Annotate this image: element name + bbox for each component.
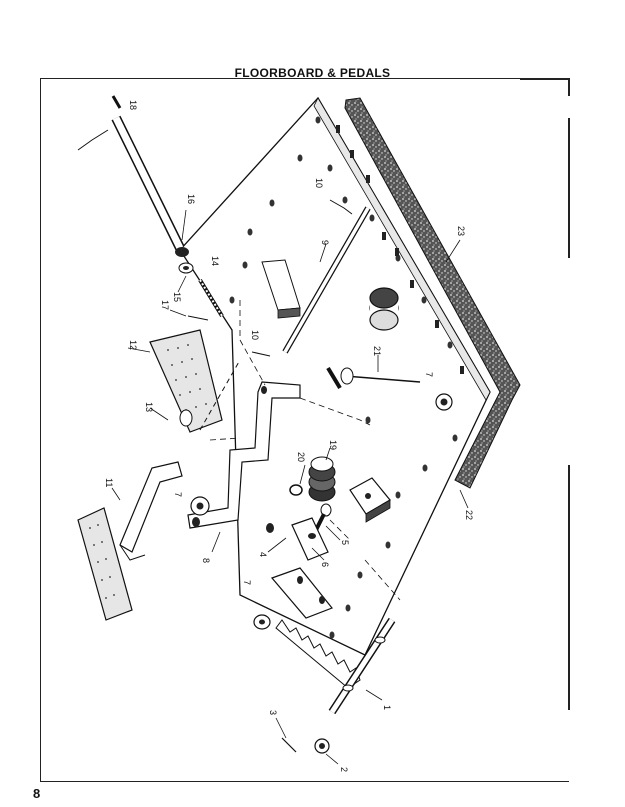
callout-1: 1 (382, 705, 392, 710)
pedal-12 (149, 329, 241, 433)
rod-9 (282, 206, 371, 354)
callout-13: 13 (144, 402, 154, 412)
shaft-1 (328, 617, 396, 715)
callout-4: 4 (258, 552, 268, 557)
bushing (369, 287, 399, 331)
pedal-arm-8 (187, 381, 301, 529)
ratchet-bracket (270, 567, 361, 689)
callout-23: 23 (456, 226, 466, 236)
callout-18: 18 (128, 100, 138, 110)
callout-20: 20 (296, 452, 306, 462)
callout-22: 22 (464, 510, 474, 520)
callout-11: 11 (104, 478, 114, 487)
bolt-14 (178, 262, 224, 318)
callout-6: 6 (320, 562, 330, 567)
pin-10 (187, 199, 353, 357)
frame-edge (568, 465, 570, 710)
washer-2 (281, 737, 330, 754)
nut (435, 393, 453, 411)
callout-9: 9 (320, 240, 330, 245)
washer (253, 614, 271, 630)
frame-edge (568, 118, 570, 258)
callout-10a: 10 (314, 178, 324, 188)
nut (190, 496, 210, 516)
callout-12: 12 (128, 340, 138, 350)
callout-5: 5 (340, 540, 350, 545)
cable-21 (326, 366, 421, 390)
callout-14: 14 (210, 256, 220, 266)
callout-21: 21 (372, 346, 382, 356)
callout-7a: 7 (173, 492, 183, 497)
frame-edge (520, 78, 568, 80)
frame-edge (568, 78, 570, 96)
callout-8: 8 (201, 558, 211, 563)
callout-19: 19 (328, 440, 338, 450)
bracket (349, 477, 391, 523)
spring-19 (289, 456, 336, 502)
floor-mat (344, 97, 521, 489)
diagram-frame (40, 78, 569, 782)
rod-16 (77, 95, 189, 257)
callout-7b: 7 (242, 580, 252, 585)
page-title: FLOORBOARD & PEDALS (234, 66, 391, 80)
leader-lines (111, 209, 469, 765)
pedal-11 (77, 461, 183, 621)
callout-7c: 7 (424, 372, 434, 377)
callout-15: 15 (172, 292, 182, 302)
callout-16: 16 (186, 194, 196, 204)
bracket-4 (266, 517, 329, 561)
callout-10b: 10 (250, 330, 260, 340)
callout-17: 17 (160, 300, 170, 310)
callout-3: 3 (268, 710, 278, 715)
block (261, 259, 301, 319)
page-number: 8 (33, 786, 41, 801)
bolt-5 (314, 503, 332, 531)
callout-2: 2 (339, 767, 349, 772)
